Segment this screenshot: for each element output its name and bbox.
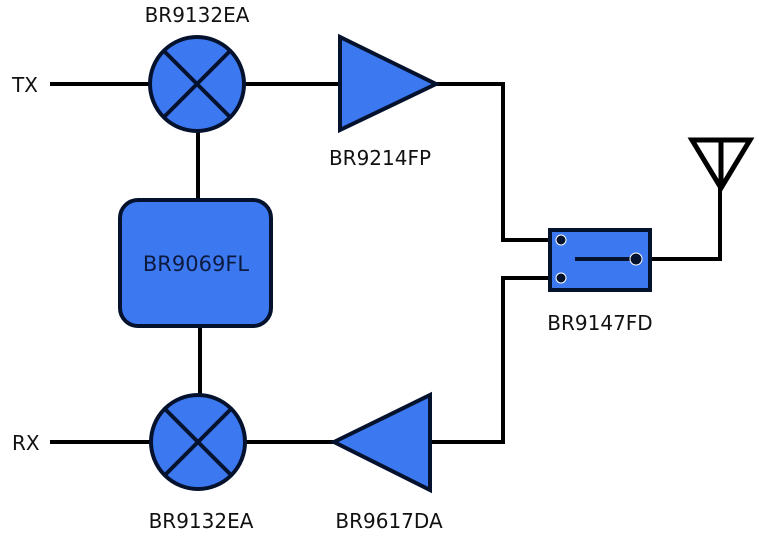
switch-label: BR9147FD [547,311,652,335]
rf-switch [548,228,652,292]
rx-port-label: RX [12,431,40,455]
switch-common-contact [629,252,643,266]
tx-mixer-label: BR9132EA [145,3,250,27]
wire-pa-to-switch [434,82,552,242]
rx-mixer [149,393,247,491]
rx-mixer-label: BR9132EA [149,509,254,533]
tx-mixer [148,35,246,133]
power-amp-label: BR9214FP [329,146,431,170]
lna-label: BR9617DA [335,509,443,533]
switch-contact-rx [555,272,567,284]
mixer-cross-line [162,49,232,119]
mixer-cross-line [163,407,233,477]
switch-contact-tx [555,234,567,246]
power-amplifier [338,33,441,134]
wire-switch-to-antenna [648,186,722,261]
low-noise-amplifier [329,391,432,494]
antenna-icon [687,137,755,193]
tx-port-label: TX [11,73,38,97]
synthesizer-label: BR9069FL [143,252,250,276]
wire-switch-to-lna [428,276,552,444]
synthesizer-block [118,198,273,328]
